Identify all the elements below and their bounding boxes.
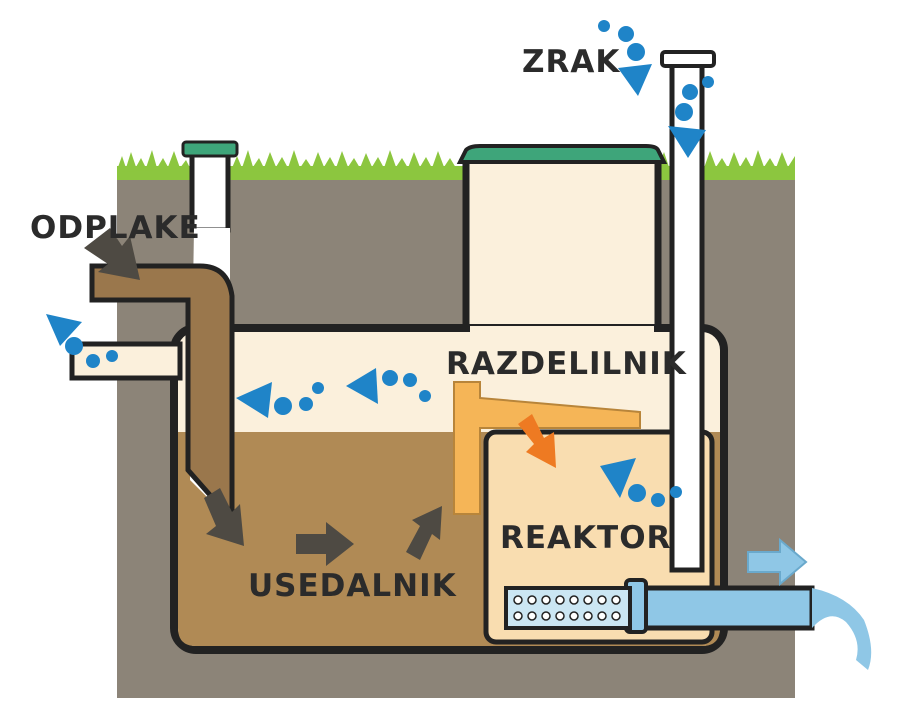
access-shaft — [456, 144, 668, 344]
perforated-pipe — [504, 586, 632, 630]
label-usedalnik: USEDALNIK — [248, 568, 457, 604]
air-bubble-icon — [46, 20, 714, 507]
shaft-lid — [456, 144, 668, 164]
arrow-icon-sink — [204, 488, 244, 546]
outflow-arrow-icon — [747, 537, 808, 587]
outflow-pipe — [504, 578, 872, 670]
label-reaktor: REAKTOR — [500, 520, 671, 556]
distributor — [453, 381, 641, 515]
arrow-icon-inflow — [84, 228, 140, 280]
inlet-cap — [181, 140, 239, 158]
label-razdelilnik: RAZDELILNIK — [446, 346, 687, 382]
air-pipe-cap — [660, 50, 716, 68]
water-splash — [812, 588, 872, 670]
arrow-icon-distributor — [518, 414, 556, 468]
label-zrak: ZRAK — [522, 44, 620, 80]
label-odplake: ODPLAKE — [30, 210, 201, 246]
arrow-icon-rise — [406, 506, 442, 560]
arrow-icon-flow — [296, 522, 354, 566]
inflow-pipe — [89, 263, 235, 527]
